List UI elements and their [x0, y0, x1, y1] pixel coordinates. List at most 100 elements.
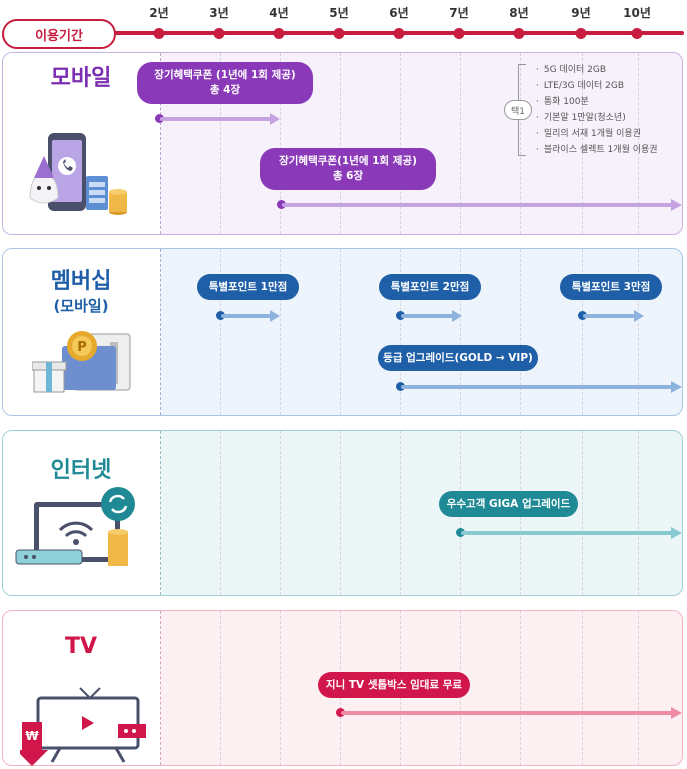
- year-grid-line: [280, 431, 281, 595]
- year-grid-line: [160, 611, 161, 765]
- internet-title: 인터넷: [50, 458, 112, 483]
- point3-arrow-head: [634, 310, 644, 322]
- year-grid-line: [638, 431, 639, 595]
- year-grid-line: [220, 431, 221, 595]
- point1-arrow-head: [270, 310, 280, 322]
- year-grid-line: [160, 249, 161, 415]
- year-marker-dot: [631, 28, 643, 39]
- point1-arrow-start: [216, 311, 225, 320]
- year-grid-line: [582, 249, 583, 415]
- special-point-2-badge: 특별포인트 2만점: [379, 274, 481, 300]
- mobile-options-list: 5G 데이터 2GBLTE/3G 데이터 2GB통화 100분기본알 1만알(청…: [536, 62, 658, 158]
- year-grid-line: [160, 53, 161, 234]
- year-grid-line: [400, 249, 401, 415]
- year-grid-line: [520, 53, 521, 234]
- router-monitor-refresh-icon: [15, 487, 135, 566]
- svg-text:P: P: [77, 340, 87, 355]
- mobile-coupon-badge-4-line2: 총 4장: [209, 84, 241, 96]
- year-grid-line: [220, 53, 221, 234]
- year-grid-line: [520, 611, 521, 765]
- special-point-3-badge: 특별포인트 3만점: [560, 274, 662, 300]
- year-label: 9년: [571, 6, 591, 20]
- giga-arrow-head: [671, 527, 682, 539]
- year-grid-line: [582, 611, 583, 765]
- year-grid-line: [220, 611, 221, 765]
- mobile-arrow1-line: [160, 117, 272, 121]
- year-grid-line: [280, 249, 281, 415]
- membership-title: 멤버십 (모바일): [2, 270, 160, 318]
- grade-arrow-line: [401, 385, 673, 389]
- year-marker-dot: [513, 28, 525, 39]
- year-grid-line: [582, 431, 583, 595]
- membership-title-line2: (모바일): [53, 297, 109, 315]
- mobile-arrow1-start: [155, 114, 164, 123]
- year-marker-dot: [333, 28, 345, 39]
- mobile-coupon-badge-4-line1: 장기혜택쿠폰 (1년에 1회 제공): [154, 69, 296, 81]
- year-label: 7년: [449, 6, 469, 20]
- smartphone-with-character-and-coins-icon: [29, 133, 127, 215]
- year-label: 10년: [623, 6, 651, 20]
- year-marker-dot: [153, 28, 165, 39]
- mobile-arrow2-head: [671, 199, 682, 211]
- mobile-option-item: 5G 데이터 2GB: [536, 62, 658, 78]
- year-marker-dot: [575, 28, 587, 39]
- year-grid-line: [460, 249, 461, 415]
- mobile-title: 모바일: [50, 66, 112, 91]
- year-grid-line: [340, 249, 341, 415]
- rental-arrow-head: [671, 707, 682, 719]
- mobile-option-item: 기본알 1만알(청소년): [536, 110, 658, 126]
- membership-card-gift-coin-icon: P: [32, 331, 131, 393]
- year-grid-line: [460, 53, 461, 234]
- tv-settop-discount-icon: ₩: [20, 687, 146, 766]
- mobile-coupon-badge-6-line2: 총 6장: [332, 170, 364, 182]
- giga-upgrade-badge: 우수고객 GIGA 업그레이드: [439, 491, 578, 517]
- grade-arrow-start: [396, 382, 405, 391]
- point2-arrow-line: [401, 314, 453, 318]
- year-grid-line: [280, 611, 281, 765]
- mobile-arrow2-start: [277, 200, 286, 209]
- mobile-option-item: LTE/3G 데이터 2GB: [536, 78, 658, 94]
- grade-upgrade-badge: 등급 업그레이드(GOLD → VIP): [378, 345, 538, 371]
- year-marker-dot: [453, 28, 465, 39]
- year-grid-line: [638, 611, 639, 765]
- mobile-arrow2-line: [282, 203, 672, 207]
- year-marker-dot: [213, 28, 225, 39]
- mobile-option-item: 통화 100분: [536, 94, 658, 110]
- year-grid-line: [638, 249, 639, 415]
- year-grid-line: [280, 53, 281, 234]
- year-grid-line: [220, 249, 221, 415]
- year-grid-line: [400, 431, 401, 595]
- year-marker-dot: [393, 28, 405, 39]
- settop-rental-free-badge: 지니 TV 셋톱박스 임대료 무료: [318, 672, 470, 698]
- mobile-coupon-badge-6-line1: 장기혜택쿠폰(1년에 1회 제공): [279, 155, 417, 167]
- mobile-option-item: 블라이스 셀렉트 1개월 이용권: [536, 142, 658, 158]
- year-label: 4년: [269, 6, 289, 20]
- membership-title-line1: 멤버십: [50, 269, 112, 294]
- year-grid-line: [400, 53, 401, 234]
- point2-arrow-start: [396, 311, 405, 320]
- svg-text:₩: ₩: [25, 729, 39, 743]
- giga-arrow-line: [461, 531, 673, 535]
- year-label: 2년: [149, 6, 169, 20]
- rental-arrow-line: [341, 711, 673, 715]
- special-point-1-badge: 특별포인트 1만점: [197, 274, 299, 300]
- period-label: 이용기간: [2, 19, 116, 49]
- year-label: 3년: [209, 6, 229, 20]
- point1-arrow-line: [221, 314, 271, 318]
- giga-arrow-start: [456, 528, 465, 537]
- year-marker-dot: [273, 28, 285, 39]
- mobile-coupon-badge-6: 장기혜택쿠폰(1년에 1회 제공) 총 6장: [260, 148, 436, 190]
- point3-arrow-start: [578, 311, 587, 320]
- pick-one-badge: 택1: [504, 100, 532, 120]
- rental-arrow-start: [336, 708, 345, 717]
- tv-title: TV: [64, 634, 98, 659]
- year-grid-line: [160, 431, 161, 595]
- year-grid-line: [340, 431, 341, 595]
- mobile-arrow1-head: [270, 113, 280, 125]
- point2-arrow-head: [452, 310, 462, 322]
- year-label: 5년: [329, 6, 349, 20]
- year-label: 8년: [509, 6, 529, 20]
- year-grid-line: [520, 249, 521, 415]
- mobile-coupon-badge-4: 장기혜택쿠폰 (1년에 1회 제공) 총 4장: [137, 62, 313, 104]
- grade-arrow-head: [671, 381, 682, 393]
